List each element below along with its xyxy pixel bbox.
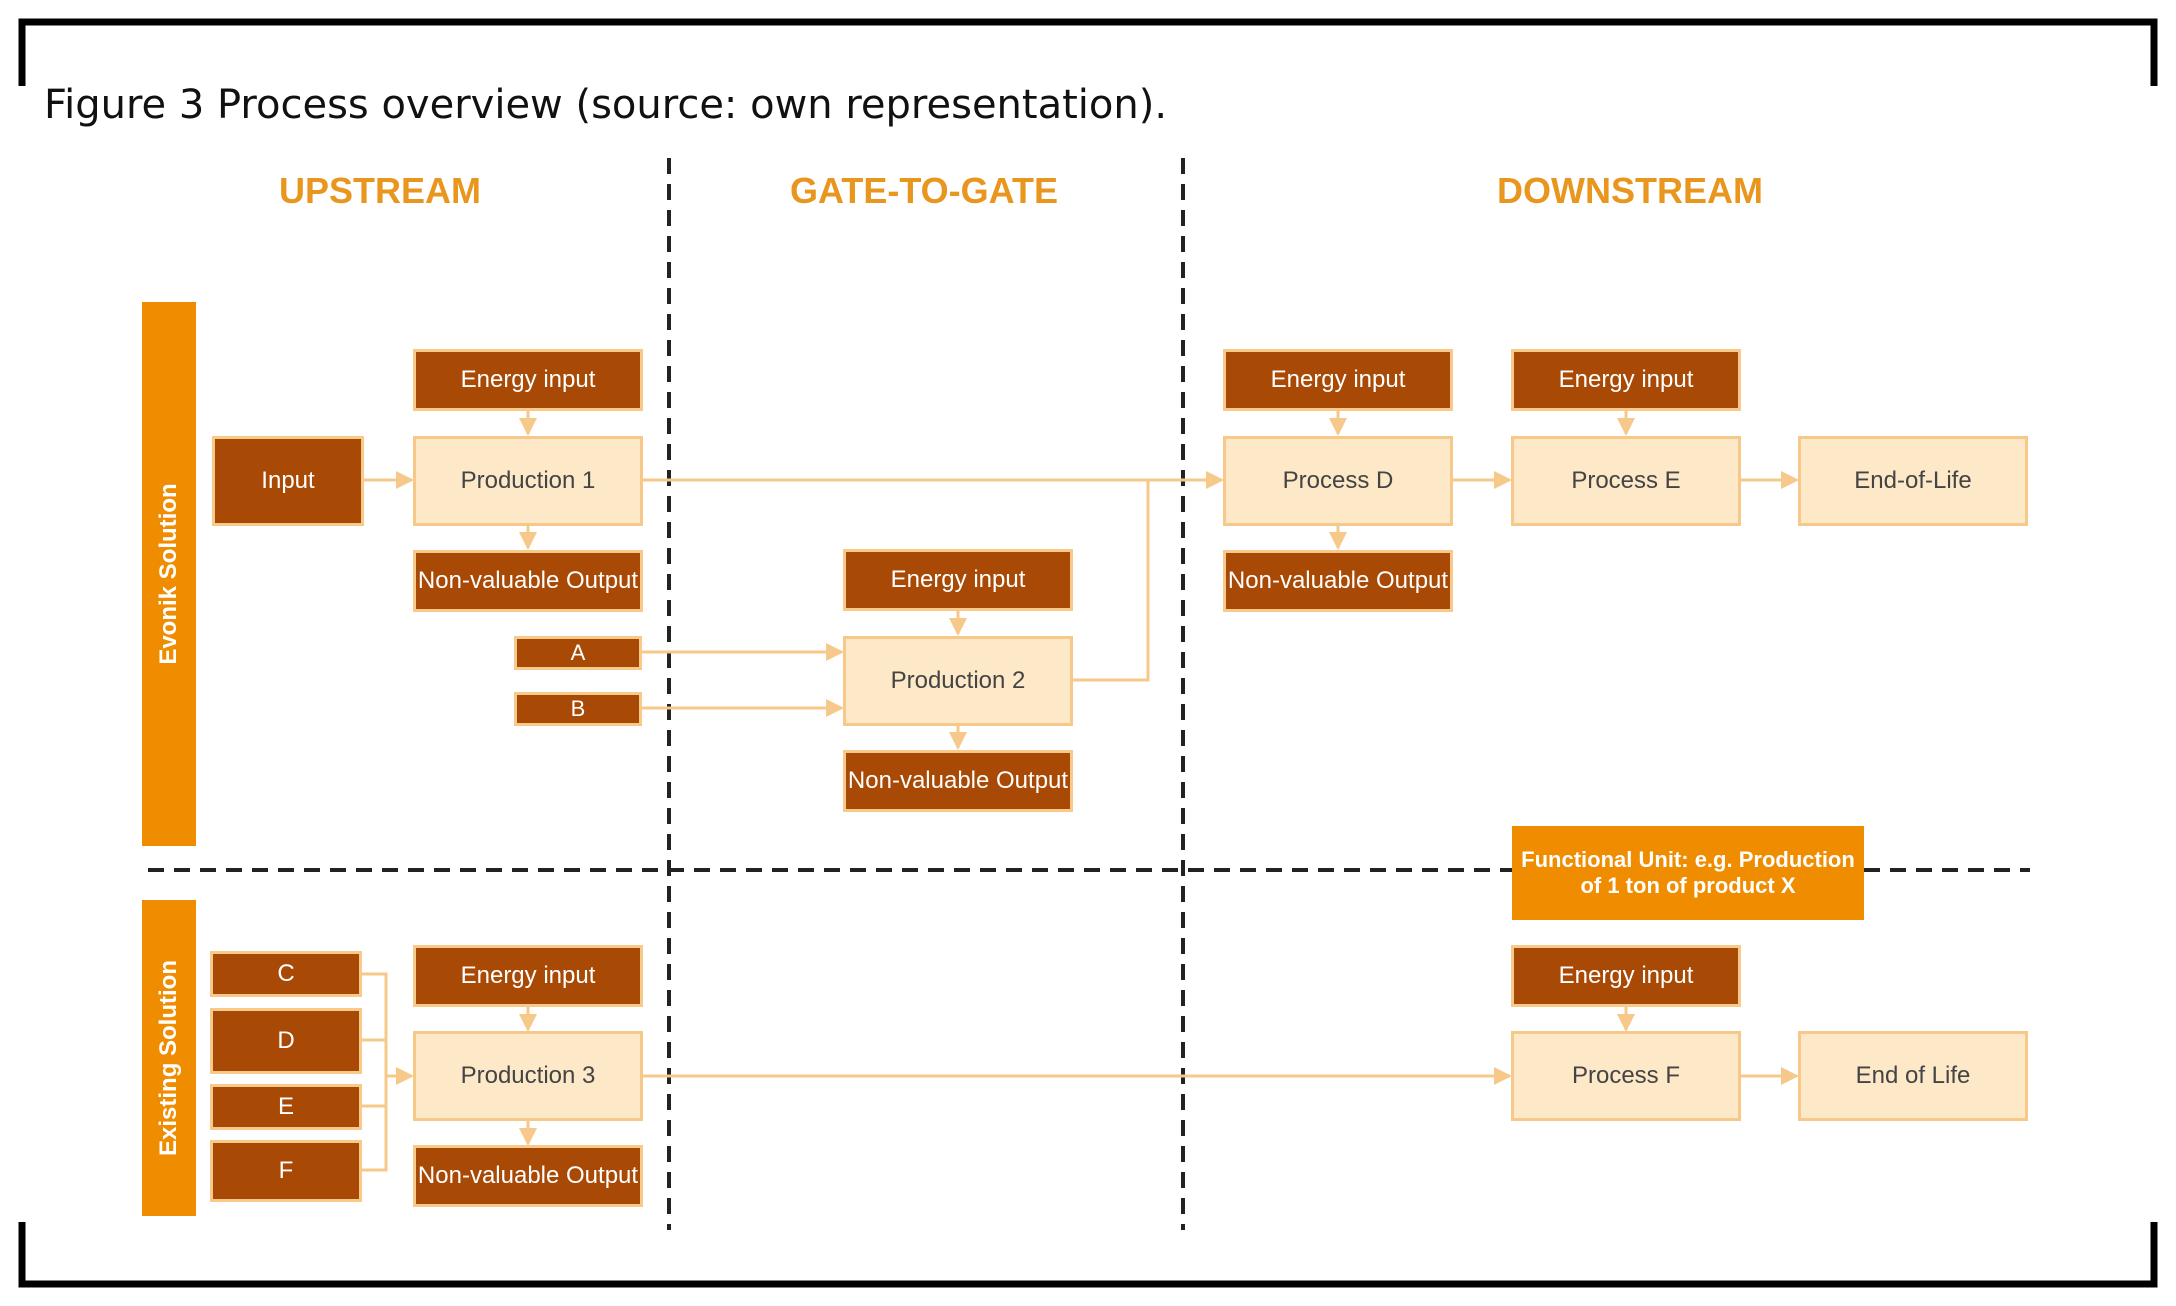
sidebar-existing-solution: Existing Solution: [142, 900, 196, 1216]
non-valuable-output-3: Non-valuable Output: [413, 1145, 643, 1207]
process-d: Process D: [1223, 436, 1453, 526]
stage-upstream: UPSTREAM: [278, 170, 481, 211]
end-of-life-existing: End of Life: [1798, 1031, 2028, 1121]
non-valuable-output-1: Non-valuable Output: [413, 550, 643, 612]
input-a: A: [514, 636, 642, 670]
production-1: Production 1: [413, 436, 643, 526]
stage-downstream: DOWNSTREAM: [1497, 170, 1763, 211]
input-f: F: [210, 1140, 362, 1202]
sidebar-existing-label: Existing Solution: [155, 960, 182, 1156]
energy-input-production-2: Energy input: [843, 549, 1073, 611]
input-e: E: [210, 1084, 362, 1130]
end-of-life-evonik: End-of-Life: [1798, 436, 2028, 526]
input-d: D: [210, 1008, 362, 1074]
production-2: Production 2: [843, 636, 1073, 726]
energy-input-process-f: Energy input: [1511, 945, 1741, 1007]
process-f: Process F: [1511, 1031, 1741, 1121]
input-c: C: [210, 951, 362, 997]
energy-input-production-3: Energy input: [413, 945, 643, 1007]
sidebar-evonik-label: Evonik Solution: [155, 483, 182, 665]
energy-input-process-e: Energy input: [1511, 349, 1741, 411]
energy-input-process-d: Energy input: [1223, 349, 1453, 411]
input-b: B: [514, 692, 642, 726]
process-e: Process E: [1511, 436, 1741, 526]
functional-unit-note: Functional Unit: e.g. Production of 1 to…: [1512, 826, 1864, 920]
input-box: Input: [212, 436, 364, 526]
energy-input-production-1: Energy input: [413, 349, 643, 411]
production-3: Production 3: [413, 1031, 643, 1121]
non-valuable-output-d: Non-valuable Output: [1223, 550, 1453, 612]
stage-gate-to-gate: GATE-TO-GATE: [790, 170, 1058, 211]
figure-caption: Figure 3 Process overview (source: own r…: [44, 82, 1168, 128]
non-valuable-output-2: Non-valuable Output: [843, 750, 1073, 812]
sidebar-evonik-solution: Evonik Solution: [142, 302, 196, 846]
